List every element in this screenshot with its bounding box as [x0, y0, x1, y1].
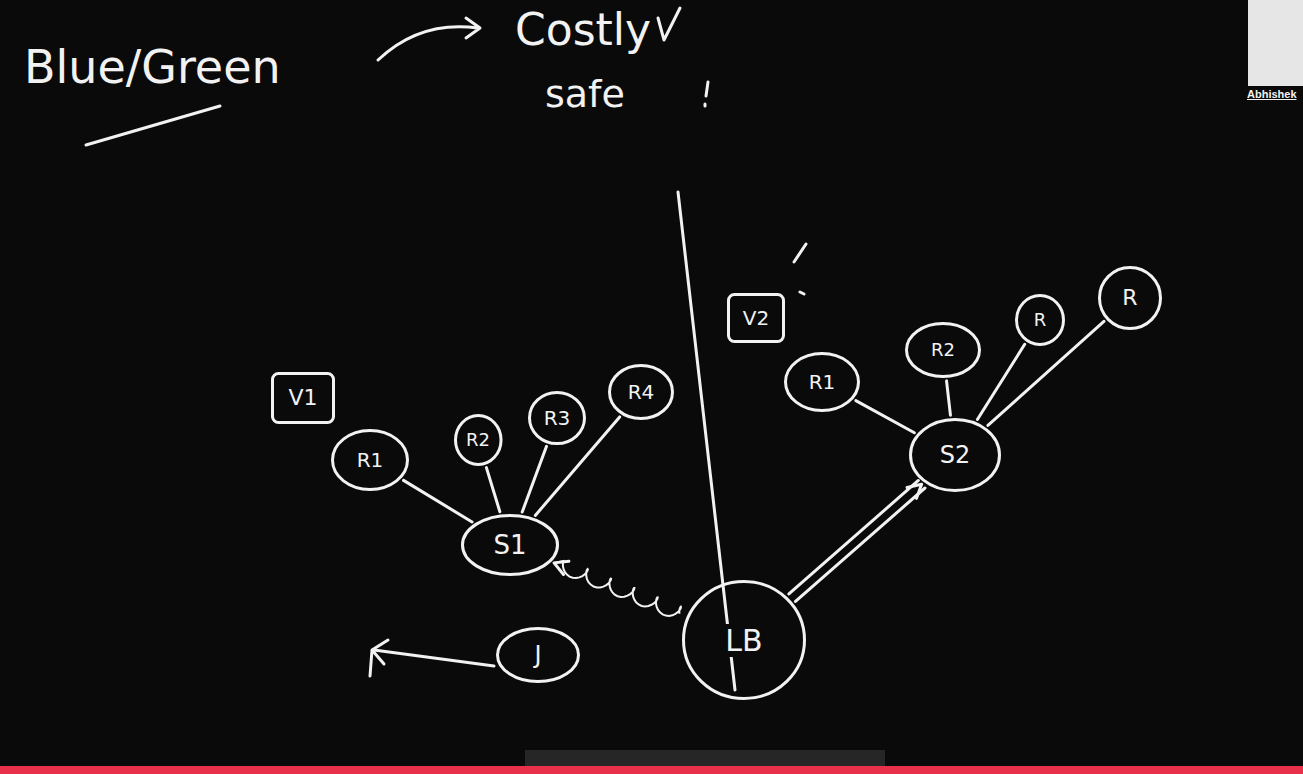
server-circle: S2: [909, 418, 1001, 492]
connector: [977, 344, 1024, 419]
tick-mark: [794, 244, 806, 294]
server-circle: R: [1015, 294, 1065, 346]
tick-mark: [658, 8, 680, 40]
connector: [554, 561, 681, 616]
divider-line: [678, 192, 735, 690]
server-circle: S1: [461, 514, 559, 576]
node-label: S1: [491, 531, 528, 560]
bottom-bar: [0, 766, 1303, 774]
connector: [856, 401, 915, 433]
server-circle: R3: [528, 391, 586, 445]
connector: [404, 480, 473, 522]
node-label: J: [532, 642, 543, 668]
server-circle: J: [496, 627, 580, 683]
exclamation-mark: [705, 82, 708, 106]
version-box: V2: [727, 293, 785, 343]
node-label: S2: [938, 442, 973, 468]
node-label: R1: [807, 371, 838, 393]
server-circle: R1: [331, 429, 409, 491]
connector: [486, 468, 499, 512]
node-label: R: [1032, 310, 1049, 330]
node-label: R1: [355, 449, 386, 471]
leftward-arrow: [370, 640, 494, 676]
node-label: R4: [626, 381, 657, 403]
server-circle: R4: [608, 364, 674, 420]
connector: [947, 381, 951, 415]
node-label: R3: [542, 407, 573, 429]
curved-arrow: [378, 18, 480, 60]
server-circle: R2: [454, 414, 503, 466]
toolbar: [525, 750, 885, 766]
server-circle: R1: [784, 352, 860, 412]
connector: [535, 417, 619, 516]
title-underline: [86, 106, 220, 145]
note-label: Abhishek: [1247, 88, 1297, 100]
video-thumbnail: [1248, 0, 1303, 86]
node-label: V2: [741, 307, 771, 329]
title: Blue/Green: [24, 40, 281, 94]
node-label: V1: [286, 386, 319, 410]
node-label: R2: [929, 340, 957, 360]
node-label: R: [1120, 286, 1139, 310]
connector: [522, 446, 546, 512]
note-label: safe: [545, 72, 625, 116]
version-box: V1: [271, 372, 335, 424]
connector: [988, 321, 1104, 425]
server-circle: R2: [905, 322, 981, 378]
server-circle: R: [1098, 266, 1162, 330]
node-label: LB: [723, 624, 764, 657]
node-label: R2: [464, 430, 492, 450]
note-label: Costly: [515, 4, 651, 55]
server-circle: LB: [682, 580, 806, 700]
connector: [789, 480, 925, 601]
